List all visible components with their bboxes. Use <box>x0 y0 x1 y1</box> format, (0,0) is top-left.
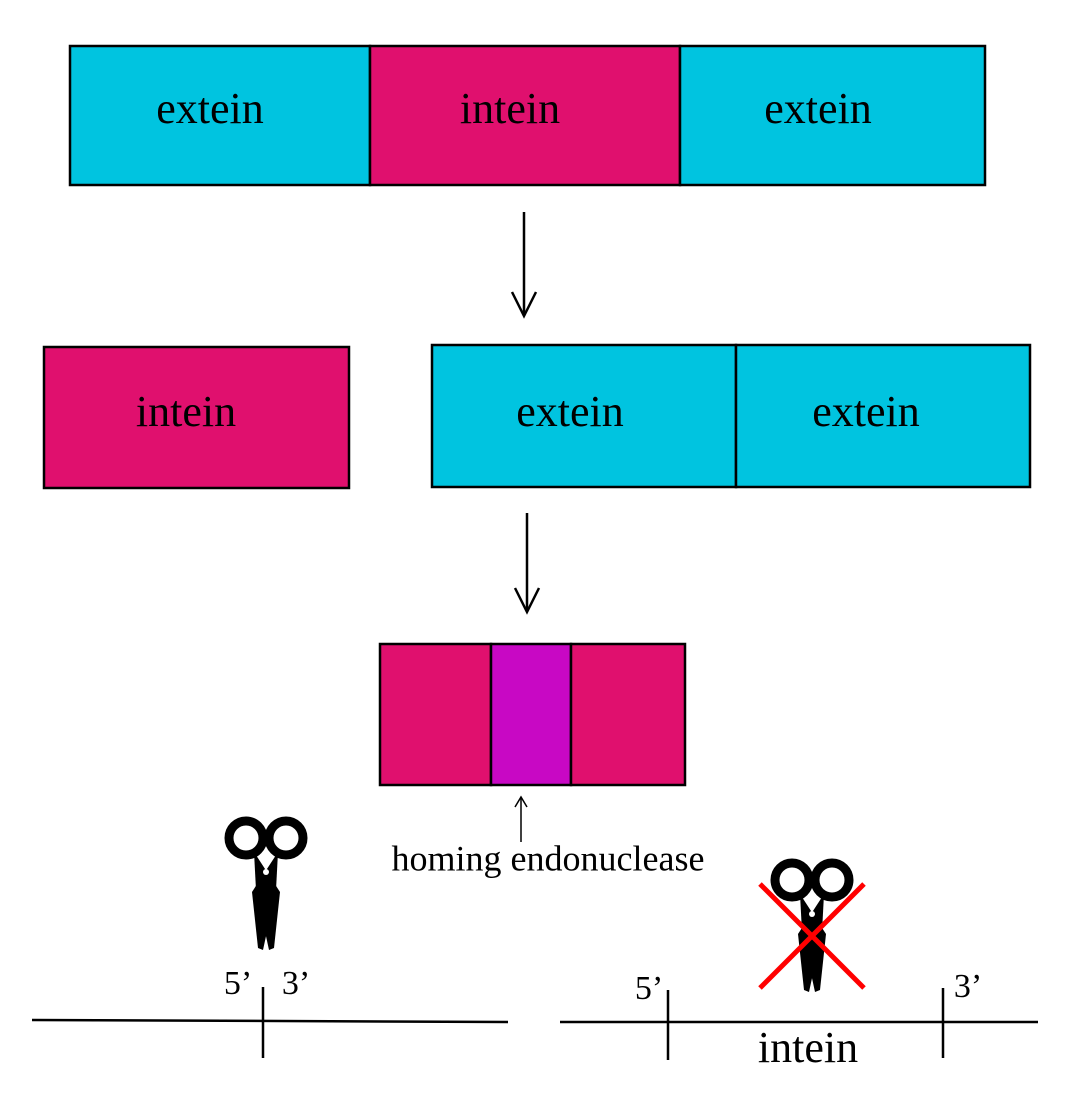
intein-segment <box>378 642 493 787</box>
right-target-site: 5’ 3’ intein <box>560 863 1038 1072</box>
extein-label: extein <box>516 387 624 436</box>
three-prime-label: 3’ <box>282 965 310 1002</box>
down-arrow-icon <box>510 212 538 319</box>
extein-segment <box>678 44 987 187</box>
extein-label: extein <box>812 387 920 436</box>
homing-endonuclease-label: homing endonuclease <box>392 838 705 878</box>
dna-strand <box>31 1018 509 1024</box>
precursor-protein: extein intein extein <box>68 44 987 187</box>
extein-segment <box>734 343 1032 489</box>
five-prime-label: 5’ <box>635 970 663 1007</box>
intein-label: intein <box>460 84 560 133</box>
three-prime-label: 3’ <box>954 968 982 1005</box>
cross-out-icon <box>758 882 866 990</box>
down-arrow-icon <box>513 513 541 615</box>
left-target-site: 5’ 3’ <box>31 821 509 1058</box>
intein-segment <box>368 44 682 187</box>
intein-label: intein <box>136 387 236 436</box>
extein-label: extein <box>764 84 872 133</box>
homing-endonuclease-domain <box>489 642 573 787</box>
excised-intein: intein <box>42 345 351 490</box>
intein-domain-structure <box>378 642 687 787</box>
intein-segment <box>569 642 687 787</box>
extein-segment <box>68 44 372 187</box>
ligated-exteins: extein extein <box>430 343 1032 489</box>
extein-label: extein <box>156 84 264 133</box>
up-arrow-icon <box>514 795 528 842</box>
scissors-icon <box>229 821 303 950</box>
five-prime-label: 5’ <box>224 965 252 1002</box>
intein-insert-label: intein <box>758 1023 858 1072</box>
scissors-icon <box>775 863 849 992</box>
intein-segment <box>42 345 351 490</box>
